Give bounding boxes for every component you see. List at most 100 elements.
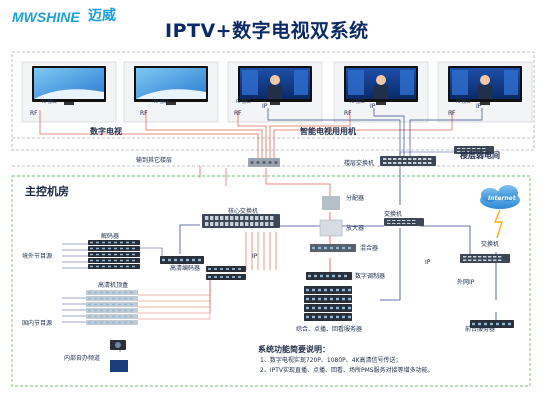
stb-unit-port: [100, 309, 103, 312]
stb-unit-port: [118, 303, 121, 306]
stb-unit-port: [118, 297, 121, 300]
stb-unit: [86, 296, 138, 301]
label-switch-2: 交换机: [481, 241, 500, 248]
tv2-rf: RF: [140, 110, 148, 117]
tv3-rf-port: RF接口: [236, 100, 251, 105]
stb-unit-port: [112, 315, 115, 318]
vod-server-unit-port: [342, 288, 345, 292]
core-switch-port: [265, 222, 269, 226]
stb-unit-port: [88, 303, 91, 306]
anchor-body: [478, 85, 492, 99]
decoder-unit-port: [96, 259, 99, 262]
encoder-rack-1-port: [226, 268, 229, 270]
floor-switch-port: [418, 162, 422, 164]
zone-weak-net: 楼层弱电间: [460, 151, 500, 160]
weak-net-switch-port: [482, 148, 486, 149]
tv-stand: [166, 102, 176, 105]
floor-switch-port: [408, 158, 412, 160]
floor-switch-port: [383, 158, 387, 160]
vod-server-unit-port: [348, 288, 351, 292]
stb-unit-port: [100, 321, 103, 324]
stb-unit-port: [118, 309, 121, 312]
front-server: [470, 320, 514, 328]
anchor-head: [480, 75, 490, 85]
mixer-port: [330, 246, 333, 250]
stb-line: [138, 274, 211, 296]
amplifier: [319, 219, 343, 237]
control-room-box: [11, 175, 531, 387]
core-to-encoder: [179, 224, 200, 254]
tv-4: [344, 66, 418, 105]
switch-1-port: [402, 223, 406, 224]
core-switch-port: [215, 216, 219, 220]
floor-switch-port: [393, 162, 397, 164]
cloud-puff: [498, 185, 518, 201]
decoder-unit-port: [132, 241, 135, 244]
decoder-unit-port: [126, 259, 129, 262]
vod-server-unit-port: [336, 297, 339, 301]
floor-switch-port: [418, 158, 422, 160]
switch-1-port: [392, 223, 396, 224]
label-amplifier: 放大器: [346, 225, 365, 232]
vod-server-unit-port: [336, 288, 339, 292]
hd-encoder-port: [180, 258, 183, 262]
core-switch-port: [260, 222, 264, 226]
core-switch-port: [230, 222, 234, 226]
trunk-splitter: [248, 158, 280, 167]
tv-row: [21, 61, 533, 123]
rf-line-tv1: [39, 110, 259, 158]
switch-1-port: [392, 220, 396, 221]
vod-server-unit-port: [324, 297, 327, 301]
weak-net-switch-port: [457, 151, 461, 152]
switch-2-port: [483, 256, 487, 258]
anchor-head: [270, 75, 280, 85]
decoder-unit-port: [102, 253, 105, 256]
decoder-unit-port: [96, 241, 99, 244]
tv-screen-wave: [34, 89, 104, 99]
tv-screen-wave: [136, 89, 206, 99]
decoder-unit-port: [120, 247, 123, 250]
ip-line-tv4: [373, 108, 405, 156]
front-server-port: [478, 322, 481, 326]
label-ip-core: IP: [252, 253, 258, 260]
floor-switch: [380, 156, 436, 166]
brand-logo-cn: 迈威: [88, 8, 116, 24]
tv-1: [32, 66, 106, 105]
core-switch-port: [255, 216, 259, 220]
decoder-unit-port: [108, 265, 111, 268]
floor-switch-port: [383, 162, 387, 164]
vod-server-unit-port: [318, 297, 321, 301]
vod-server-unit-body: [304, 295, 352, 303]
decoder-unit-port: [108, 259, 111, 262]
switch-1-port: [387, 223, 391, 224]
vod-server-unit: [304, 295, 352, 303]
zone-smart-tv: 智能电视用用机: [300, 127, 356, 136]
label-ip-switch: IP: [425, 259, 431, 266]
decoder-unit-port: [90, 253, 93, 256]
switch-1-port: [397, 220, 401, 221]
core-switch-port: [215, 222, 219, 226]
vod-server-unit: [304, 313, 352, 321]
front-server-port: [472, 322, 475, 326]
encoder-rack-2-port: [208, 276, 211, 278]
stb-unit-port: [88, 291, 91, 294]
core-switch-port: [270, 216, 274, 220]
vod-server-unit-port: [342, 297, 345, 301]
qam-modulator-port: [344, 274, 347, 278]
switch-2-body: [460, 254, 510, 263]
camera-lens: [115, 342, 121, 348]
vod-server-unit-body: [304, 286, 352, 294]
stb-unit-port: [124, 309, 127, 312]
hd-encoder-port: [198, 258, 201, 262]
vod-server-unit-port: [336, 315, 339, 319]
core-switch-port: [270, 222, 274, 226]
tv-side-panel: [294, 70, 308, 95]
decoder-unit-port: [96, 253, 99, 256]
floor-switch-port: [393, 158, 397, 160]
internal-monitor: [110, 360, 128, 372]
vod-server-unit-port: [348, 297, 351, 301]
core-switch-port: [205, 222, 209, 226]
decoder-unit-port: [126, 241, 129, 244]
stb-unit-port: [88, 297, 91, 300]
tv-side-panel: [504, 70, 518, 95]
